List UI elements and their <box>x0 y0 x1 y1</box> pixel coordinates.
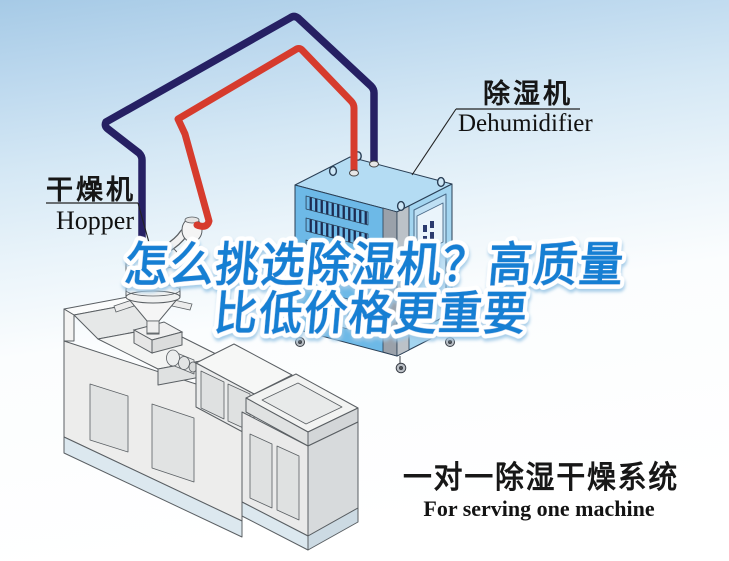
hopper-neck <box>146 320 160 334</box>
dehumidifier-unit <box>294 151 455 374</box>
machine-base-skirt <box>63 436 243 538</box>
caption-zh: 一对一除湿干燥系统 <box>403 460 679 495</box>
return-air-hose <box>101 12 378 245</box>
hopper-label-en: Hopper <box>56 206 134 235</box>
machine-window-panel <box>89 383 129 453</box>
hopper-label: 干燥机 Hopper <box>46 175 151 247</box>
dehumidifier-label-zh: 除湿机 <box>483 78 573 109</box>
injection-molding-machine <box>63 296 359 551</box>
end-box-window <box>276 445 300 521</box>
dry-air-hose <box>174 45 358 230</box>
hose-fittings <box>349 160 379 177</box>
hopper-band <box>125 290 181 304</box>
hopper-label-zh: 干燥机 <box>46 175 136 205</box>
dehumidifier-leader-line <box>411 108 457 176</box>
control-buttons <box>423 221 434 250</box>
machine-window-panel <box>151 403 195 483</box>
caster-wheels <box>295 330 455 374</box>
headline-line-2: 比低价格更重要 <box>212 286 531 340</box>
hopper-leader-line <box>137 202 151 247</box>
dehumidifier-label: 除湿机 Dehumidifier <box>411 78 593 176</box>
headline-title: 怎么挑选除湿机？高质量 比低价格更重要 <box>118 234 632 345</box>
headline-line-1: 怎么挑选除湿机？高质量 <box>122 238 627 293</box>
end-box-window <box>249 433 273 509</box>
hopper-band <box>125 283 181 297</box>
access-panel <box>317 290 349 330</box>
corner-channel-side <box>396 205 410 357</box>
clamp-window <box>200 370 225 420</box>
injection-nozzle <box>166 349 198 375</box>
hopper-mount-side <box>151 331 183 354</box>
end-box-skirt-side <box>307 507 359 551</box>
separator-cap <box>184 216 200 224</box>
machine-left-edge <box>63 308 75 342</box>
bottom-caption: 一对一除湿干燥系统 For serving one machine <box>403 460 679 521</box>
mold-lid-inset <box>261 382 343 425</box>
dehumidifier-label-en: Dehumidifier <box>458 110 593 137</box>
vent-grilles <box>305 195 369 269</box>
hopper-dryer <box>113 216 203 354</box>
caption-en: For serving one machine <box>423 496 654 521</box>
